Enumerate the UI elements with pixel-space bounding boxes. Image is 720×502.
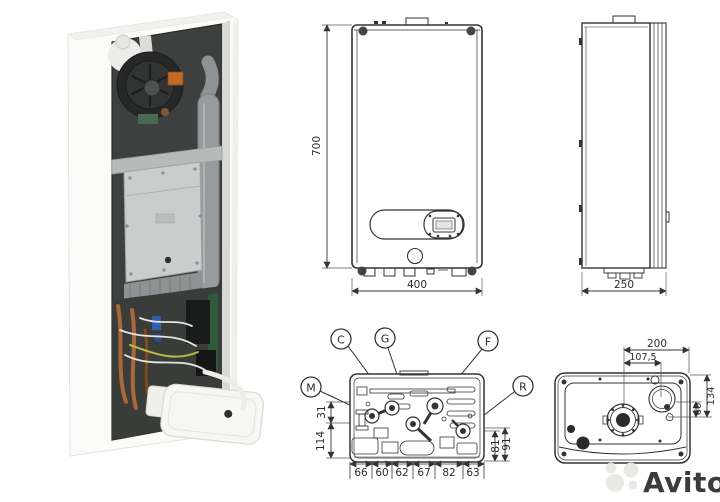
top-mark-3	[445, 22, 448, 24]
top-corner-bolts	[561, 377, 684, 457]
panel-seam	[123, 185, 202, 197]
fin-strip	[124, 272, 202, 300]
dim-60: 60	[693, 403, 704, 416]
top-inner-line	[557, 375, 688, 461]
copper-pipes	[116, 304, 138, 410]
display-screen	[435, 220, 453, 230]
side-bottom-stubs	[603, 267, 645, 280]
side-depth-dim: 250	[614, 279, 634, 291]
hole-small	[567, 425, 575, 433]
bottom-left-ext	[326, 401, 350, 459]
side-view-drawing: 250	[579, 15, 670, 296]
condensate-tray	[160, 383, 264, 445]
top-bar	[369, 388, 456, 394]
dim-63: 63	[466, 467, 479, 479]
bottom-view-drawing: C G F M R	[300, 327, 534, 479]
avito-wordmark: Avito	[643, 466, 720, 499]
blue-connector	[152, 316, 161, 330]
front-bottom-stubs	[357, 266, 477, 277]
ignition-transformer	[167, 71, 184, 86]
front-bolt-tl	[358, 26, 368, 36]
blue-sensor	[154, 334, 162, 342]
display-bezel	[423, 210, 465, 239]
front-bolt-tr	[466, 26, 476, 36]
dim-114: 114	[315, 431, 327, 451]
drain-tap	[665, 412, 674, 421]
avito-logo-icon	[605, 462, 639, 492]
panel-sight-glass	[164, 256, 172, 264]
dim-31: 31	[316, 405, 328, 418]
top-panel	[564, 382, 682, 445]
dim-91: 91	[501, 437, 513, 450]
bottom-inner-line	[353, 377, 481, 459]
panel-label	[155, 213, 175, 224]
top-mark-1	[374, 21, 378, 24]
dim-81: 81	[490, 439, 502, 452]
display-frame	[432, 217, 456, 233]
gas-valve	[186, 300, 210, 344]
cabinet-top-face	[67, 11, 233, 41]
dim-60: 60	[375, 467, 388, 479]
dim-82: 82	[442, 467, 455, 479]
earth-wire	[129, 344, 199, 358]
white-tube	[202, 369, 247, 411]
cross-channel	[111, 145, 223, 175]
top-pipe	[138, 35, 154, 57]
side-left-nubs	[579, 38, 582, 265]
small-pcb	[138, 114, 158, 124]
panel-rivets	[125, 167, 202, 276]
front-top-tab	[405, 17, 429, 26]
fan-opening	[648, 375, 676, 421]
detail-box-tl	[356, 386, 368, 396]
top-mark-2	[382, 21, 386, 24]
display-buttons	[428, 214, 460, 238]
side-right-tab	[665, 211, 670, 223]
callout-g: G	[381, 333, 390, 346]
tray-drain	[224, 409, 233, 418]
flue-elbow	[200, 55, 219, 103]
side-top-tab	[612, 15, 636, 24]
flue-opening	[602, 403, 644, 437]
mid-slots	[387, 390, 429, 410]
side-outline	[581, 22, 651, 269]
bottom-top-bump	[399, 370, 429, 376]
boiler-photo	[67, 11, 264, 457]
control-panel	[369, 209, 464, 240]
top-bottom-arc	[558, 446, 687, 455]
callout-c: C	[337, 334, 345, 347]
white-wires	[119, 317, 206, 371]
dim-62: 62	[395, 467, 408, 479]
bottom-fittings	[364, 397, 471, 443]
front-width-dim: 400	[407, 279, 427, 291]
dim-67: 67	[417, 467, 430, 479]
dim-107-5: 107,5	[629, 352, 656, 363]
top-ext-lines	[623, 347, 712, 418]
fins	[129, 274, 191, 300]
tray-inner-line	[167, 391, 257, 438]
front-view-drawing: 700 400	[311, 17, 483, 296]
callout-m: M	[306, 382, 316, 395]
bottom-chain-values: 66 60 62 67 82 63	[354, 467, 479, 479]
side-back-lines	[653, 23, 663, 268]
cabinet-right-edge	[231, 20, 238, 432]
top-view-drawing: 200 107,5 134 60	[554, 338, 717, 464]
fan-hub	[143, 79, 161, 97]
dim-200: 200	[647, 338, 667, 350]
top-fitting	[115, 34, 131, 50]
callout-f: F	[485, 336, 491, 349]
hole-large	[576, 436, 590, 450]
pressure-gauge	[406, 247, 424, 265]
dim-66: 66	[354, 467, 368, 479]
pump-body	[196, 350, 216, 376]
condensate-tray-group	[145, 383, 264, 445]
front-height-dim: 700	[311, 136, 323, 156]
dim-134: 134	[706, 386, 717, 405]
interior-right-wall	[222, 20, 230, 420]
callout-r: R	[519, 381, 527, 394]
bottom-details	[351, 401, 480, 458]
avito-watermark: Avito	[605, 462, 720, 499]
brass-fitting	[161, 108, 169, 116]
